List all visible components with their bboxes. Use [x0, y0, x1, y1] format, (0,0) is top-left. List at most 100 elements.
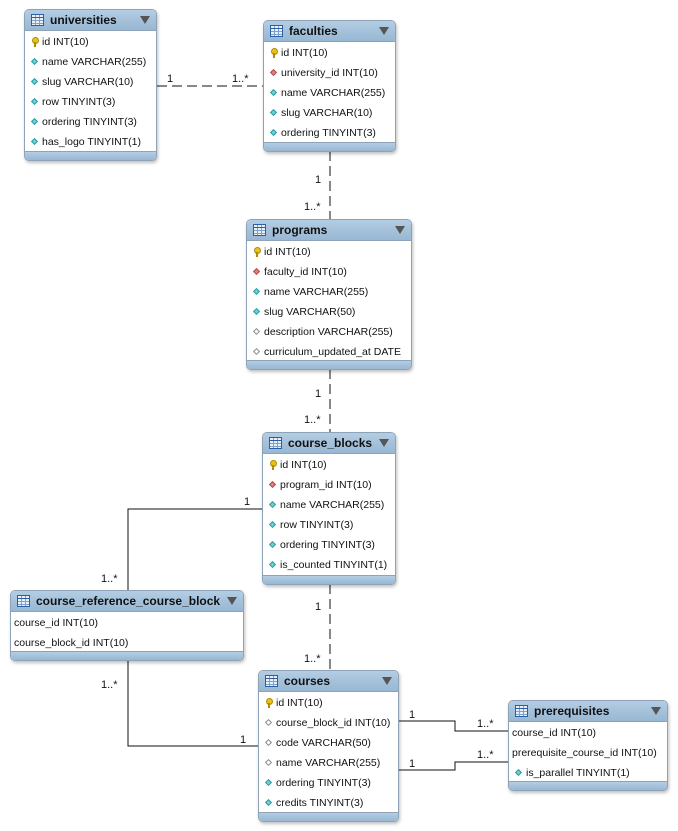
entity-title: prerequisites [534, 704, 610, 718]
column-label: slug VARCHAR(10) [42, 76, 134, 88]
collapse-arrow-icon[interactable] [140, 16, 150, 24]
column-label: ordering TINYINT(3) [281, 127, 376, 139]
column-label: slug VARCHAR(10) [281, 107, 373, 119]
column-row[interactable]: is_counted TINYINT(1) [263, 555, 395, 575]
column-row[interactable]: university_id INT(10) [264, 63, 395, 83]
table-icon [270, 25, 283, 37]
collapse-arrow-icon[interactable] [379, 27, 389, 35]
entity-header[interactable]: prerequisites [509, 701, 667, 722]
nullable-column-icon [264, 738, 274, 748]
entity-footer [259, 812, 398, 821]
column-row[interactable]: ordering TINYINT(3) [25, 112, 156, 132]
column-diamond-icon [30, 117, 40, 127]
column-label: faculty_id INT(10) [264, 266, 347, 278]
column-row[interactable]: has_logo TINYINT(1) [25, 132, 156, 152]
column-list: id INT(10)university_id INT(10)name VARC… [264, 42, 395, 143]
column-row[interactable]: id INT(10) [259, 693, 398, 713]
column-label: id INT(10) [42, 36, 89, 48]
column-row[interactable]: ordering TINYINT(3) [263, 535, 395, 555]
column-label: is_counted TINYINT(1) [280, 559, 388, 571]
entity-universities[interactable]: universities id INT(10) name VARCHAR(255) s… [24, 9, 157, 161]
foreign-key-icon [269, 68, 279, 78]
column-diamond-icon [269, 108, 279, 118]
entity-prerequisites[interactable]: prerequisites course_id INT(10) prerequisi… [508, 700, 668, 791]
column-label: name VARCHAR(255) [276, 757, 381, 769]
entity-header[interactable]: universities [25, 10, 156, 31]
column-row[interactable]: id INT(10) [25, 32, 156, 52]
entity-title: universities [50, 13, 117, 27]
column-row[interactable]: slug VARCHAR(10) [264, 103, 395, 123]
column-diamond-icon [268, 540, 278, 550]
column-row[interactable]: id INT(10) [263, 455, 395, 475]
column-row[interactable]: ordering TINYINT(3) [259, 773, 398, 793]
rel-courses-crcb [127, 660, 259, 747]
column-row[interactable]: course_block_id INT(10) [259, 713, 398, 733]
column-row[interactable]: name VARCHAR(255) [247, 282, 411, 302]
column-row[interactable]: credits TINYINT(3) [259, 793, 398, 813]
collapse-arrow-icon[interactable] [379, 439, 389, 447]
collapse-arrow-icon[interactable] [651, 707, 661, 715]
column-row[interactable]: ordering TINYINT(3) [264, 123, 395, 143]
primary-key-icon [268, 460, 278, 470]
rel-course-blocks-crcb [127, 508, 263, 591]
column-label: name VARCHAR(255) [264, 286, 369, 298]
column-label: credits TINYINT(3) [276, 797, 364, 809]
entity-header[interactable]: course_reference_course_block [11, 591, 243, 612]
column-label: course_id INT(10) [14, 617, 99, 629]
entity-programs[interactable]: programs id INT(10) faculty_id INT(10) name… [246, 219, 412, 370]
column-row[interactable]: slug VARCHAR(10) [25, 72, 156, 92]
column-row[interactable]: course_id INT(10) [11, 613, 243, 633]
table-icon [17, 595, 30, 607]
column-row[interactable]: id INT(10) [247, 242, 411, 262]
column-label: course_block_id INT(10) [276, 717, 391, 729]
collapse-arrow-icon[interactable] [227, 597, 237, 605]
collapse-arrow-icon[interactable] [395, 226, 405, 234]
column-list: id INT(10) name VARCHAR(255) slug VARCHAR(… [25, 31, 156, 152]
table-icon [515, 705, 528, 717]
column-row[interactable]: id INT(10) [264, 43, 395, 63]
column-label: description VARCHAR(255) [264, 326, 393, 338]
primary-key-icon [269, 48, 279, 58]
column-row[interactable]: is_parallel TINYINT(1) [509, 763, 667, 783]
column-row[interactable]: name VARCHAR(255) [264, 83, 395, 103]
entity-courses[interactable]: courses id INT(10) course_block_id INT(10)… [258, 670, 399, 822]
column-label: ordering TINYINT(3) [276, 777, 371, 789]
column-row[interactable]: description VARCHAR(255) [247, 322, 411, 342]
column-label: row TINYINT(3) [42, 96, 116, 108]
entity-title: courses [284, 674, 331, 688]
entity-header[interactable]: courses [259, 671, 398, 692]
column-row[interactable]: code VARCHAR(50) [259, 733, 398, 753]
column-row[interactable]: faculty_id INT(10) [247, 262, 411, 282]
column-list: course_id INT(10) course_block_id INT(10) [11, 612, 243, 653]
nullable-column-icon [252, 327, 262, 337]
column-row[interactable]: row TINYINT(3) [25, 92, 156, 112]
column-diamond-icon [30, 137, 40, 147]
column-row[interactable]: slug VARCHAR(50) [247, 302, 411, 322]
column-label: course_id INT(10) [512, 727, 597, 739]
column-row[interactable]: row TINYINT(3) [263, 515, 395, 535]
column-row[interactable]: course_block_id INT(10) [11, 633, 243, 653]
rel-courses-prerequisites-2 [399, 761, 509, 771]
cardinality-label: 1 [315, 601, 322, 613]
column-row[interactable]: program_id INT(10) [263, 475, 395, 495]
column-row[interactable]: name VARCHAR(255) [259, 753, 398, 773]
foreign-key-icon [252, 267, 262, 277]
table-icon [269, 437, 282, 449]
entity-header[interactable]: faculties [264, 21, 395, 42]
column-row[interactable]: name VARCHAR(255) [263, 495, 395, 515]
entity-header[interactable]: course_blocks [263, 433, 395, 454]
entity-header[interactable]: programs [247, 220, 411, 241]
column-row[interactable]: name VARCHAR(255) [25, 52, 156, 72]
column-row[interactable]: curriculum_updated_at DATE [247, 342, 411, 362]
column-label: id INT(10) [276, 697, 323, 709]
column-diamond-icon [264, 798, 274, 808]
entity-title: programs [272, 223, 328, 237]
column-row[interactable]: prerequisite_course_id INT(10) [509, 743, 667, 763]
column-diamond-icon [30, 77, 40, 87]
collapse-arrow-icon[interactable] [382, 677, 392, 685]
column-row[interactable]: course_id INT(10) [509, 723, 667, 743]
entity-title: course_blocks [288, 436, 373, 450]
